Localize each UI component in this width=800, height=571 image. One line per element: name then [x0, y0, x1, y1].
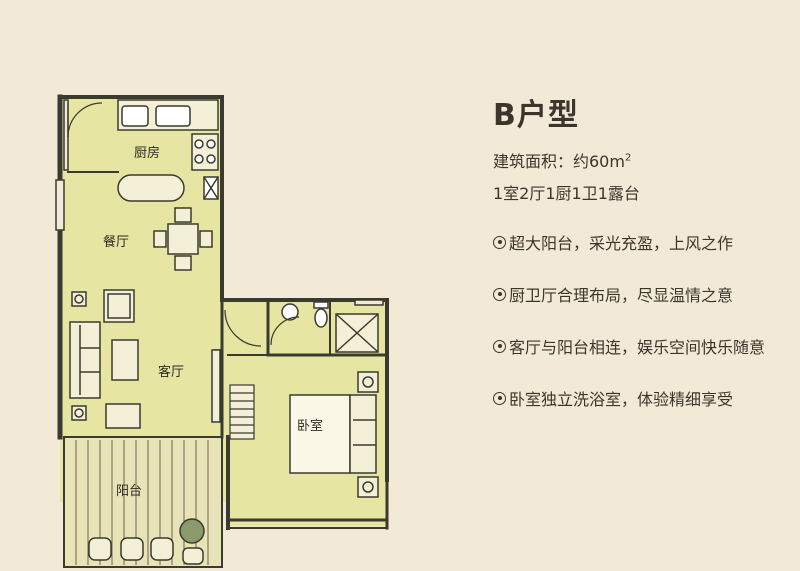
feature-item: 超大阳台，采光充盈，上风之作 — [493, 230, 793, 254]
area-text: 建筑面积：约60m — [493, 152, 625, 171]
bullet-icon — [493, 235, 506, 249]
feature-text: 卧室独立洗浴室，体验精细享受 — [509, 390, 734, 409]
room-label-dining: 餐厅 — [103, 234, 129, 250]
floor-plan: 厨房 餐厅 客厅 卧室 阳台 — [55, 94, 389, 568]
bedroom-furniture — [289, 371, 379, 498]
living-furniture — [69, 289, 221, 429]
unit-info: B户型 建筑面积：约60m2 1室2厅1厨1卫1露台 超大阳台，采光充盈，上风之… — [493, 90, 793, 438]
layout-spec: 1室2厅1厨1卫1露台 — [493, 184, 640, 203]
doors — [67, 102, 300, 347]
area-unit-sup: 2 — [624, 152, 632, 164]
bullet-icon — [493, 391, 506, 405]
room-label-kitchen: 厨房 — [134, 145, 160, 161]
stairs — [229, 384, 255, 440]
room-label-living: 客厅 — [158, 364, 184, 380]
feature-text: 客厅与阳台相连，娱乐空间快乐随意 — [509, 338, 766, 357]
room-label-balcony: 阳台 — [116, 484, 142, 499]
unit-title: B户型 — [493, 98, 579, 133]
bullet-icon — [493, 287, 506, 301]
area-spec: 建筑面积：约60m2 — [493, 148, 793, 172]
room-label-bedroom: 卧室 — [297, 418, 323, 434]
bullet-icon — [493, 339, 506, 353]
feature-item: 卧室独立洗浴室，体验精细享受 — [493, 386, 793, 410]
feature-item: 厨卫厅合理布局，尽显温情之意 — [493, 282, 793, 306]
feature-item: 客厅与阳台相连，娱乐空间快乐随意 — [493, 334, 793, 358]
feature-text: 厨卫厅合理布局，尽显温情之意 — [509, 286, 734, 305]
walls — [57, 94, 389, 530]
bathroom-fixtures — [281, 301, 379, 353]
dining-table — [153, 207, 213, 271]
kitchen-counter — [117, 99, 219, 202]
feature-text: 超大阳台，采光充盈，上风之作 — [509, 234, 734, 253]
balcony-furniture — [88, 518, 205, 565]
feature-list: 超大阳台，采光充盈，上风之作 厨卫厅合理布局，尽显温情之意 客厅与阳台相连，娱乐… — [493, 230, 793, 410]
